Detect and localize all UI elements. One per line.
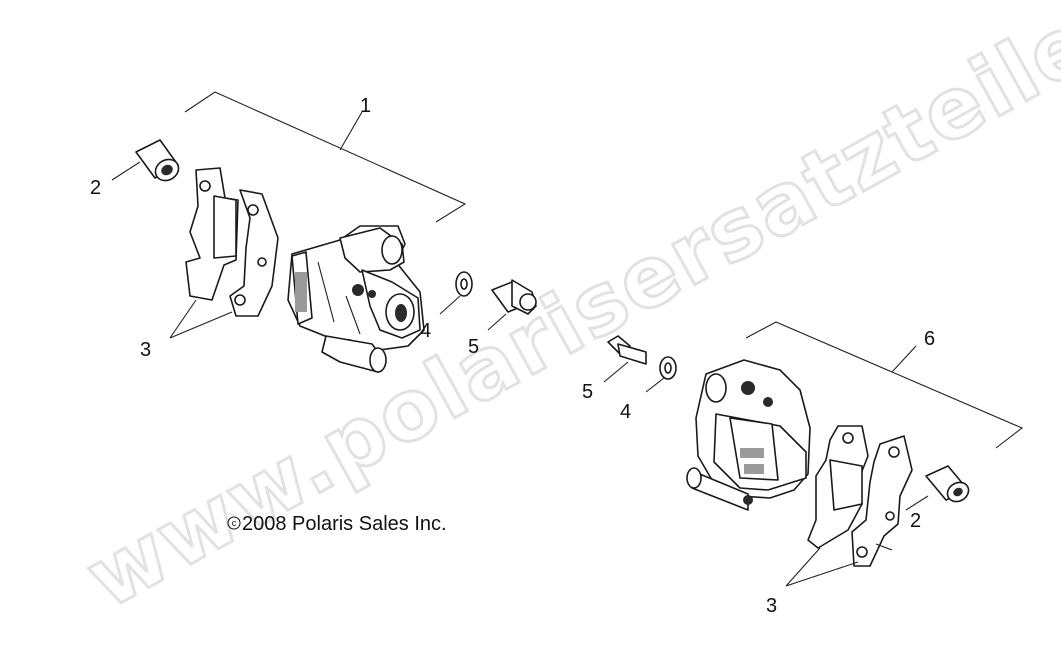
right-washer-part bbox=[645, 356, 677, 393]
callout-left-sleeve: 2 bbox=[90, 177, 101, 199]
left-washer-part bbox=[439, 271, 473, 315]
callout-left-pads: 3 bbox=[140, 339, 151, 361]
left-caliper bbox=[287, 225, 425, 373]
callout-right-washer: 4 bbox=[620, 401, 631, 423]
callout-left-assembly: 1 bbox=[360, 95, 371, 117]
right-sleeve-part bbox=[905, 465, 970, 511]
copyright-circle bbox=[227, 516, 241, 530]
callout-right-bolt: 5 bbox=[582, 381, 593, 403]
left-assembly-bracket bbox=[184, 91, 467, 223]
right-assembly-bracket bbox=[745, 321, 1024, 449]
left-sleeve-part bbox=[111, 139, 180, 182]
copyright-symbol: c bbox=[232, 518, 237, 528]
callout-left-washer: 4 bbox=[420, 320, 431, 342]
right-brake-pads bbox=[785, 425, 913, 587]
callout-right-pads: 3 bbox=[766, 595, 777, 617]
copyright-notice: c 2008 Polaris Sales Inc. bbox=[227, 513, 447, 535]
callout-right-assembly: 6 bbox=[924, 328, 935, 350]
right-bolt-part bbox=[603, 335, 647, 383]
left-bolt-part bbox=[487, 279, 537, 331]
left-brake-pads bbox=[169, 167, 279, 339]
callout-left-bolt: 5 bbox=[468, 336, 479, 358]
copyright-text: 2008 Polaris Sales Inc. bbox=[242, 513, 447, 535]
callout-right-sleeve: 2 bbox=[910, 510, 921, 532]
right-caliper bbox=[686, 359, 811, 511]
